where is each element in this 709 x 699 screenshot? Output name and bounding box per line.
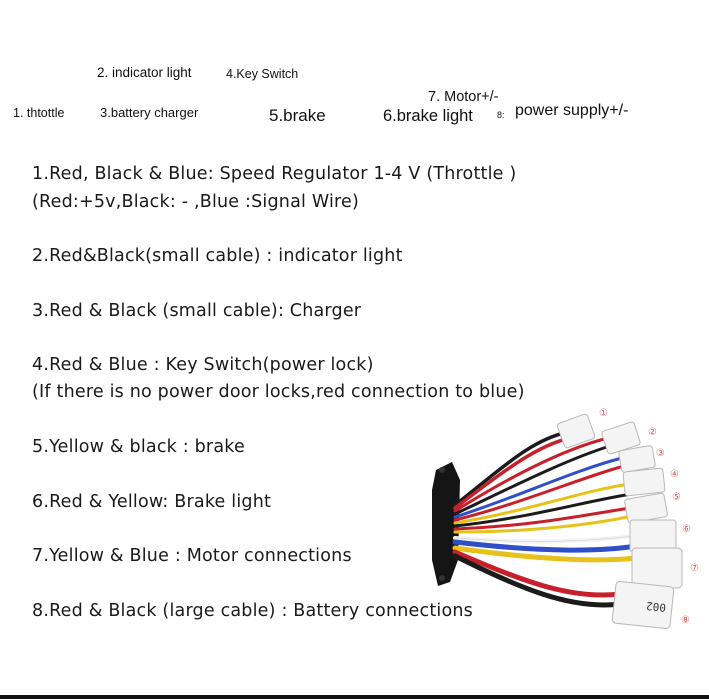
line-charger: 3.Red & Black (small cable): Charger — [32, 301, 362, 321]
label-key-switch: 4.Key Switch — [226, 67, 299, 81]
label-power-supply-number: 8: — [497, 110, 505, 120]
label-brake-light: 6.brake light — [383, 107, 473, 125]
label-throttle: 1. thtottle — [13, 106, 65, 120]
line-brake: 5.Yellow & black : brake — [32, 437, 245, 457]
connector-1 — [556, 413, 596, 449]
line-battery: 8.Red & Black (large cable) : Battery co… — [32, 601, 473, 621]
connector-5 — [624, 492, 668, 524]
marker-4: ④ — [670, 469, 679, 480]
connector-2 — [601, 421, 641, 455]
label-motor: 7. Motor+/- — [428, 89, 499, 105]
connector-8 — [611, 580, 675, 630]
line-motor: 7.Yellow & Blue : Motor connections — [32, 546, 352, 566]
connector-3 — [618, 445, 656, 473]
wire-bundle — [452, 430, 639, 608]
marker-5: ⑤ — [672, 492, 681, 503]
connector-6 — [629, 519, 677, 553]
connector-4 — [622, 467, 666, 497]
connectors — [556, 413, 683, 630]
marker-2: ② — [648, 427, 657, 438]
label-indicator-light: 2. indicator light — [97, 65, 192, 80]
controller-screw — [439, 575, 445, 581]
label-power-supply: power supply+/- — [515, 102, 629, 119]
connector-print: 002 — [646, 599, 667, 614]
connector-7 — [631, 547, 683, 589]
marker-7: ⑦ — [690, 563, 699, 574]
label-battery-charger: 3.battery charger — [100, 105, 199, 120]
controller-screw — [439, 467, 445, 473]
line-throttle-detail: (Red:+5v,Black: - ,Blue :Signal Wire) — [32, 192, 360, 212]
line-key-switch: 4.Red & Blue : Key Switch(power lock) — [32, 355, 374, 375]
line-indicator: 2.Red&Black(small cable) : indicator lig… — [32, 246, 403, 266]
line-key-switch-detail: (If there is no power door locks,red con… — [32, 382, 525, 402]
bottom-border — [0, 695, 709, 699]
marker-6: ⑥ — [682, 524, 691, 535]
line-throttle: 1.Red, Black & Blue: Speed Regulator 1-4… — [32, 164, 517, 184]
line-brake-light: 6.Red & Yellow: Brake light — [32, 492, 272, 512]
marker-8: ⑧ — [681, 615, 690, 626]
marker-1: ① — [599, 408, 608, 419]
marker-3: ③ — [656, 448, 665, 459]
label-brake: 5.brake — [269, 106, 326, 125]
